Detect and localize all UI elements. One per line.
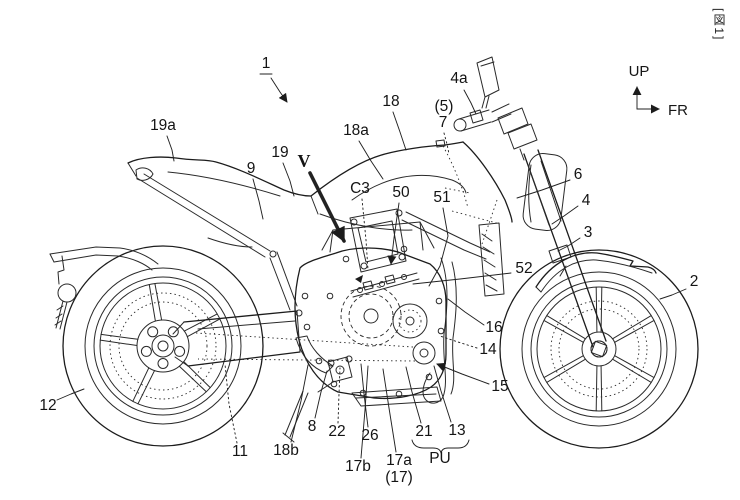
leader-50	[387, 202, 400, 265]
leader-17a	[382, 368, 397, 453]
ref-label-18b: 18b	[273, 442, 299, 459]
airbox-side-plate	[349, 208, 407, 273]
clutch-cover	[340, 285, 402, 347]
ref-label-C3: C3	[350, 180, 370, 197]
leader-51	[428, 207, 449, 287]
leader-13	[433, 365, 452, 423]
headlight	[522, 153, 568, 231]
ref-label-22: 22	[328, 423, 345, 440]
leader-V	[308, 171, 346, 243]
bar-end-weight	[453, 118, 467, 132]
ref-label-17b: 17b	[345, 458, 371, 475]
tank-clip-part5	[435, 139, 446, 148]
leader-C3	[361, 198, 369, 271]
leader-16	[447, 298, 485, 326]
figure-number-tag: [図1]	[712, 8, 726, 42]
leader-14	[439, 335, 478, 349]
up-label: UP	[629, 63, 650, 80]
front-wheel-spokes	[543, 286, 655, 412]
heel-guard	[295, 335, 334, 374]
ref-label-19a: 19a	[150, 117, 176, 134]
ref-label-26: 26	[361, 427, 378, 444]
fr-label: FR	[668, 102, 688, 119]
leader-22	[337, 367, 341, 424]
drive-sprocket	[412, 341, 436, 365]
side-stand	[284, 390, 309, 438]
ref-label-1: 1	[262, 55, 271, 72]
radiator	[478, 222, 505, 297]
ref-label-V: V	[298, 151, 311, 171]
ref-label-(17): (17)	[385, 469, 413, 486]
leader-3	[557, 237, 581, 252]
ref-label-18: 18	[382, 93, 399, 110]
leader-21	[405, 366, 422, 424]
ref-label-21: 21	[415, 423, 432, 440]
front-wheel	[499, 249, 699, 449]
ref-label-11: 11	[232, 443, 248, 460]
mirror-handlebar	[453, 56, 538, 161]
front-fender	[535, 252, 657, 293]
leader-6	[516, 179, 571, 199]
leader-9	[252, 178, 264, 220]
ref-label-52: 52	[515, 260, 532, 277]
ref-label-8: 8	[308, 418, 317, 435]
ref-label-3: 3	[584, 224, 593, 241]
ref-label-(5): (5)	[435, 98, 454, 115]
leader-lines	[56, 77, 687, 459]
leader-4	[551, 205, 579, 225]
leader-17b	[360, 365, 369, 459]
ref-label-16: 16	[485, 319, 502, 336]
leader-4a	[463, 89, 477, 115]
ref-label-13: 13	[448, 422, 465, 439]
ref-label-17a: 17a	[386, 452, 412, 469]
ref-label-15: 15	[491, 378, 508, 395]
leader-12	[56, 388, 85, 401]
leader-7	[443, 132, 450, 155]
ref-label-PU: PU	[429, 450, 451, 467]
rear-wheel	[62, 245, 264, 447]
leader-11	[224, 363, 238, 444]
ref-label-12: 12	[39, 397, 56, 414]
ref-label-51: 51	[433, 189, 450, 206]
ref-label-4a: 4a	[450, 70, 468, 87]
ref-label-9: 9	[247, 160, 256, 177]
leader-18a	[358, 140, 384, 180]
footpeg-stand	[282, 335, 353, 443]
leader-15	[436, 362, 490, 385]
leader-19	[282, 162, 295, 197]
engine-power-unit	[195, 221, 447, 407]
master-cylinder	[497, 107, 529, 135]
ref-label-14: 14	[479, 341, 497, 358]
leader-26	[360, 363, 369, 428]
leader-18	[392, 111, 407, 151]
ref-label-4: 4	[582, 192, 591, 209]
fuel-tank	[310, 139, 513, 231]
leader-52	[412, 272, 512, 285]
leader-2	[659, 288, 687, 300]
tail-seat-unit	[127, 156, 312, 317]
swingarm	[172, 310, 301, 367]
oil-pan	[351, 386, 442, 407]
ref-label-19: 19	[271, 144, 288, 161]
mirror	[476, 56, 500, 98]
leader-18b	[290, 364, 309, 443]
ref-label-50: 50	[392, 184, 410, 201]
leader-19a	[166, 135, 175, 162]
orientation-compass: UP FR	[629, 63, 689, 119]
leader-1	[270, 77, 288, 103]
rear-fender	[49, 246, 159, 330]
ref-label-6: 6	[574, 166, 583, 183]
ref-label-2: 2	[690, 273, 699, 290]
frame	[349, 199, 505, 404]
leader-8	[314, 370, 328, 419]
ref-label-18a: 18a	[343, 122, 369, 139]
ref-label-7: 7	[439, 114, 448, 131]
rear-turn-signal	[57, 283, 77, 303]
primary-gear	[392, 303, 428, 339]
pu-brace	[411, 439, 470, 454]
